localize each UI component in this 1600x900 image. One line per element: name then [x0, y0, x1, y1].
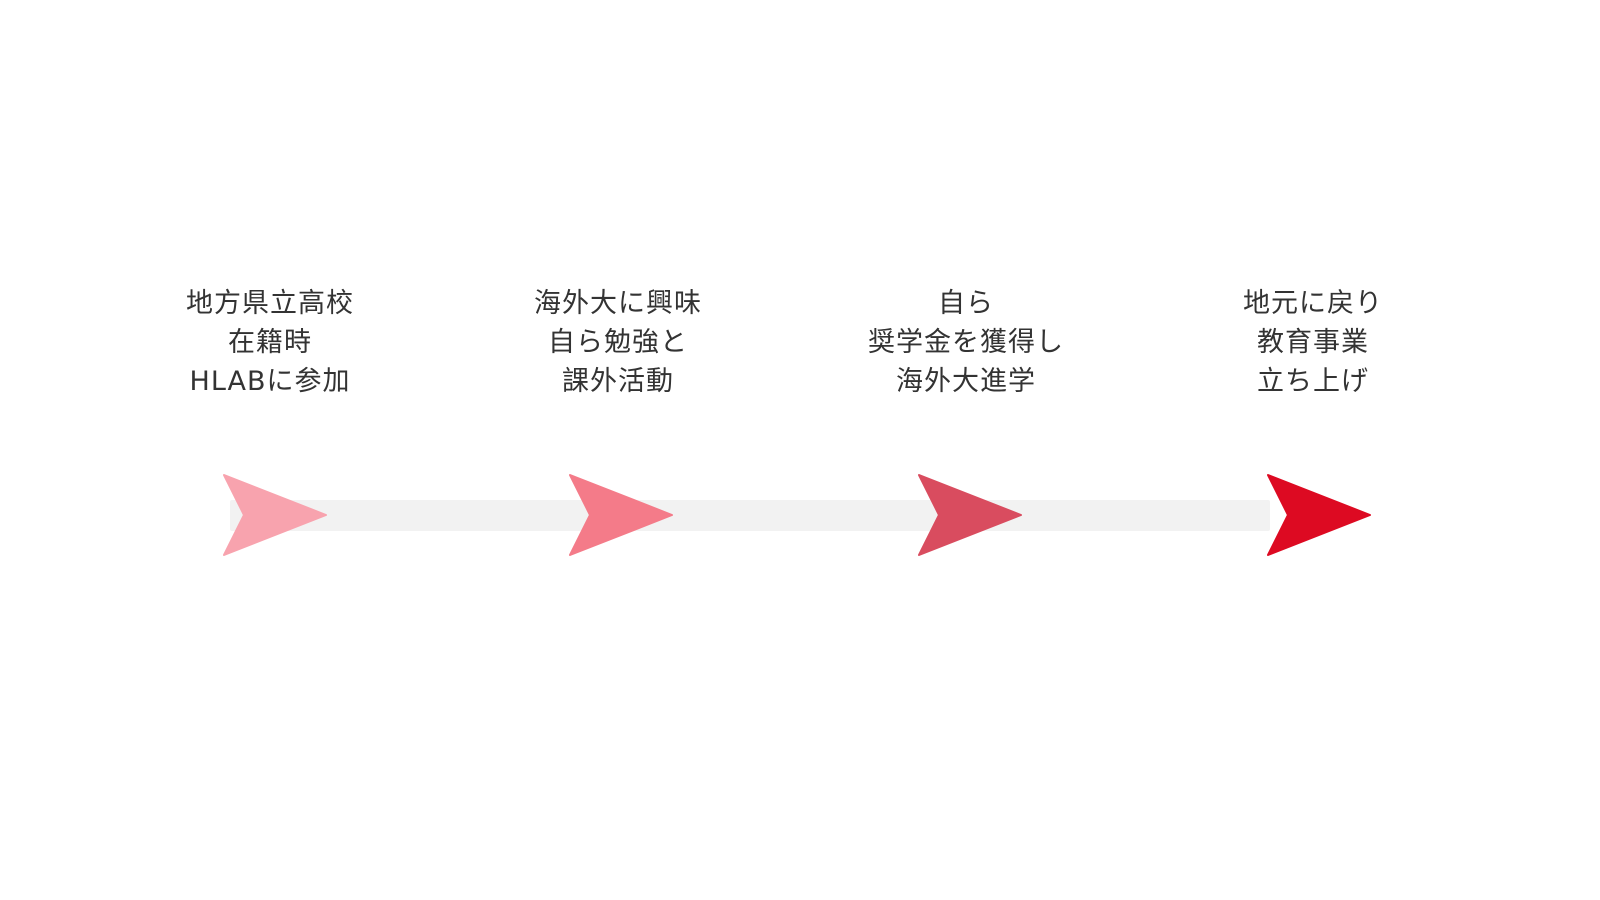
- step-4-chevron-arrow-icon: [1267, 474, 1371, 556]
- step-label-2: 海外大に興味 自ら勉強と 課外活動: [478, 284, 758, 401]
- step-1-chevron-arrow-icon: [223, 474, 327, 556]
- step-label-1: 地方県立高校 在籍時 HLABに参加: [130, 284, 410, 401]
- timeline-track: [230, 500, 1270, 531]
- step-2-line-2: 自ら勉強と: [548, 327, 688, 358]
- step-1-line-2: 在籍時: [228, 327, 312, 358]
- step-2-line-1: 海外大に興味: [534, 288, 702, 319]
- step-3-chevron-arrow-icon: [918, 474, 1022, 556]
- step-label-4: 地元に戻り 教育事業 立ち上げ: [1173, 284, 1453, 401]
- step-1-line-3: HLABに参加: [189, 366, 351, 397]
- step-label-3: 自ら 奨学金を獲得し 海外大進学: [826, 284, 1106, 401]
- step-4-line-3: 立ち上げ: [1257, 366, 1369, 397]
- step-3-line-2: 奨学金を獲得し: [868, 327, 1064, 358]
- step-2-line-3: 課外活動: [562, 366, 674, 397]
- step-4-line-2: 教育事業: [1257, 327, 1369, 358]
- step-1-line-1: 地方県立高校: [186, 288, 354, 319]
- step-2-chevron-arrow-icon: [569, 474, 673, 556]
- step-3-line-3: 海外大進学: [896, 366, 1036, 397]
- step-4-line-1: 地元に戻り: [1243, 288, 1383, 319]
- step-3-line-1: 自ら: [938, 288, 994, 319]
